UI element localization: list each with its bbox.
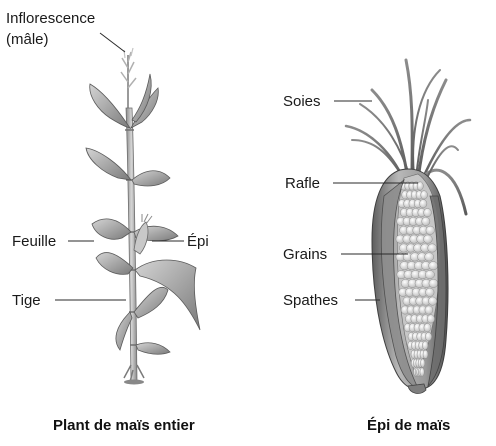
label-soies: Soies — [283, 93, 321, 110]
kernel — [417, 182, 423, 190]
kernel — [427, 315, 434, 323]
kernel — [423, 350, 428, 358]
tassel-illustration — [121, 48, 136, 108]
kernel — [428, 244, 437, 252]
label-spathes: Spathes — [283, 292, 338, 309]
kernel — [425, 332, 431, 340]
corn-ear-illustration — [346, 60, 470, 393]
label-grains: Grains — [283, 246, 327, 263]
kernel — [426, 226, 435, 234]
kernel — [426, 288, 435, 296]
kernel — [424, 235, 433, 243]
kernel — [420, 368, 424, 376]
figure-captions: Plant de maïs entier Épi de maïs — [53, 417, 450, 434]
label-inflorescence-male: (mâle) — [6, 31, 49, 48]
plant-leaves — [86, 74, 200, 354]
kernel — [424, 324, 431, 332]
kernel — [425, 306, 433, 314]
kernel — [422, 217, 430, 225]
kernel — [422, 341, 428, 349]
label-rafle: Rafle — [285, 175, 320, 192]
kernel — [429, 262, 438, 270]
kernel — [425, 270, 434, 278]
kernel — [421, 191, 428, 199]
label-tige: Tige — [12, 292, 41, 309]
kernel — [420, 200, 427, 208]
kernel — [424, 208, 432, 216]
label-feuille: Feuille — [12, 233, 56, 250]
kernel — [425, 253, 434, 261]
kernel — [421, 359, 425, 367]
corn-plant-illustration — [86, 48, 200, 385]
caption-plant: Plant de maïs entier — [53, 417, 195, 434]
kernel — [428, 297, 436, 305]
caption-ear: Épi de maïs — [367, 417, 450, 434]
leader-inflorescence — [100, 33, 125, 52]
label-epi: Épi — [187, 233, 209, 250]
label-inflorescence: Inflorescence — [6, 10, 95, 27]
kernel — [429, 279, 438, 287]
